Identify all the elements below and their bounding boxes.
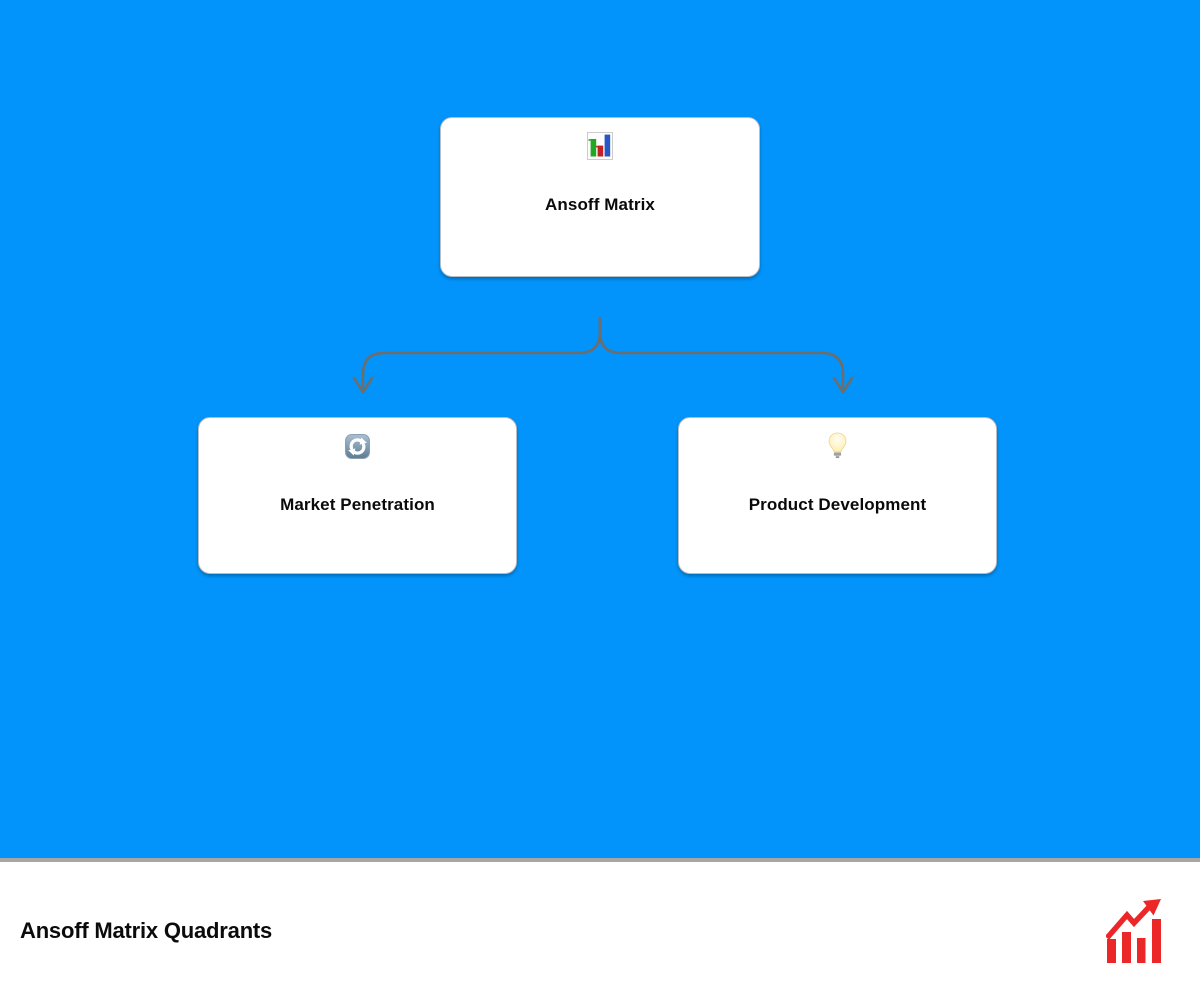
arrowhead-left-icon: [352, 376, 374, 394]
arrowhead-right-icon: [832, 376, 854, 394]
bar-chart-icon: [587, 132, 613, 160]
footer-bar: Ansoff Matrix Quadrants: [0, 858, 1200, 1000]
node-label: Market Penetration: [280, 495, 435, 514]
light-bulb-icon: [827, 432, 848, 460]
connector-left-branch: [361, 316, 602, 389]
connector-right-branch: [598, 316, 845, 389]
counterclockwise-arrows-icon: [345, 432, 370, 460]
node-ansoff-matrix[interactable]: Ansoff Matrix: [440, 117, 760, 277]
node-market-penetration[interactable]: Market Penetration: [198, 417, 517, 574]
diagram-title: Ansoff Matrix Quadrants: [20, 918, 273, 943]
node-label: Ansoff Matrix: [545, 195, 655, 214]
diagram-canvas: Ansoff Matrix Market Penetration: [0, 0, 1200, 858]
node-product-development[interactable]: Product Development: [678, 417, 997, 574]
node-label: Product Development: [748, 495, 927, 514]
trending-up-chart-logo: [1106, 899, 1162, 963]
